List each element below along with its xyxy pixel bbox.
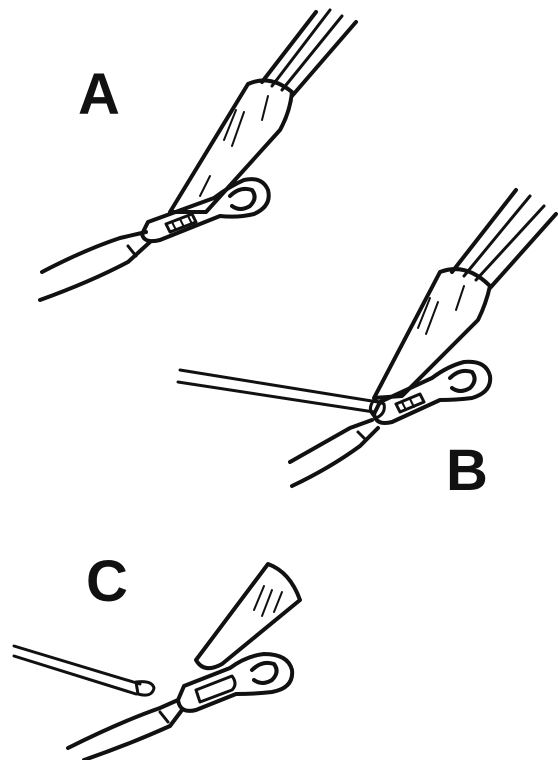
panel-c-iron-tip: [196, 564, 300, 668]
panel-c-solder-wire: [14, 646, 154, 695]
panel-c-terminal-lug: [178, 654, 292, 711]
panel-b-terminal-lug: [374, 362, 490, 423]
panel-a-wire: [40, 232, 150, 300]
panel-label-b: B: [446, 442, 488, 500]
panel-c-wire: [68, 700, 182, 760]
panel-a-iron-tip: [170, 80, 292, 212]
panel-b-illustration: [178, 190, 556, 486]
panel-b-wire: [290, 420, 378, 486]
panel-b-iron-shaft: [452, 190, 556, 288]
panel-label-c: C: [86, 553, 128, 611]
panel-b-solder-wire: [178, 370, 384, 418]
panel-c-illustration: [14, 564, 300, 760]
panel-label-a: A: [78, 66, 120, 124]
panel-a-illustration: [40, 10, 356, 300]
